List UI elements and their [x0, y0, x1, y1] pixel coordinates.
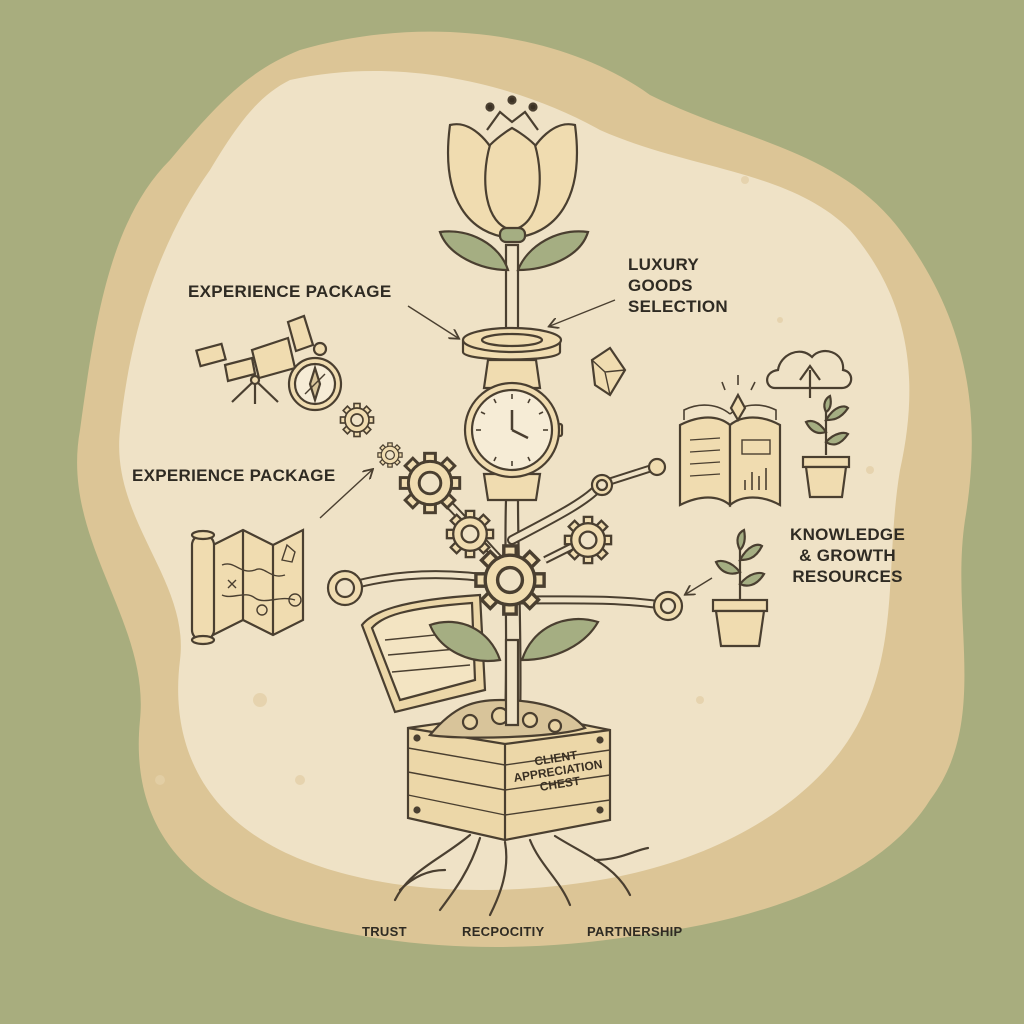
label-experience-package-mid: EXPERIENCE PACKAGE — [132, 466, 336, 485]
crystal-icon — [590, 346, 627, 397]
gear-icon — [398, 451, 462, 515]
label-knowledge-line-1: KNOWLEDGE — [790, 525, 906, 544]
label-luxury-line-1: LUXURY — [628, 255, 700, 274]
gear-icon — [563, 515, 613, 565]
platform-disc — [461, 326, 563, 361]
label-luxury-goods-selection: LUXURY GOODS SELECTION — [628, 254, 728, 317]
gear-icon — [445, 509, 495, 559]
potted-plant-icon — [801, 394, 851, 499]
compass-icon — [287, 341, 343, 412]
root-label-recpocitiy: RECPOCITIY — [462, 924, 545, 939]
potted-plant-icon — [711, 528, 769, 648]
watch-icon — [463, 358, 564, 502]
label-knowledge-line-3: RESOURCES — [792, 567, 903, 586]
gear-icon — [474, 544, 546, 616]
gear-icon — [377, 442, 403, 468]
root-label-partnership: PARTNERSHIP — [587, 924, 683, 939]
label-knowledge-line-2: & GROWTH — [799, 546, 896, 565]
telescope-icon — [195, 314, 315, 404]
label-experience-package-top: EXPERIENCE PACKAGE — [188, 282, 392, 301]
open-book-icon — [678, 375, 782, 508]
pointer-arrows — [319, 299, 713, 594]
gear-icon — [339, 402, 375, 438]
root-label-trust: TRUST — [362, 924, 407, 939]
stem-leaves — [428, 617, 600, 663]
branch-knob — [326, 457, 684, 622]
roots-icon — [393, 833, 650, 917]
cloud-upload-icon — [766, 349, 853, 398]
label-luxury-line-2: GOODS — [628, 276, 693, 295]
tulip-flower-icon — [438, 95, 590, 272]
label-luxury-line-3: SELECTION — [628, 297, 728, 316]
label-knowledge-growth-resources: KNOWLEDGE & GROWTH RESOURCES — [790, 524, 905, 587]
map-icon — [190, 528, 305, 646]
